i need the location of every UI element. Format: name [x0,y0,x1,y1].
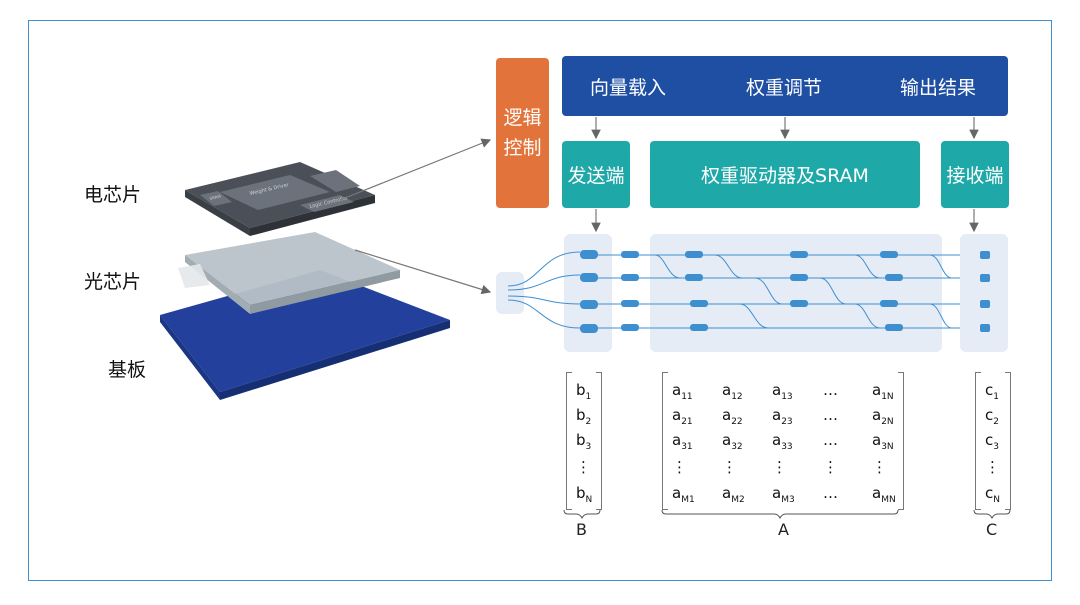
modulator [580,273,598,282]
label-weight-tuning: 权重调节 [746,77,823,99]
logic-control-box: 逻辑 控制 [496,58,549,208]
arrow-photonic-to-circuit [354,249,492,295]
modulator [580,300,598,309]
receiver-box: 接收端 [941,141,1009,208]
photodetector [980,300,990,308]
label-electronic-chip: 电芯片 [84,184,142,206]
vector-b-entry: b1 [576,381,592,402]
sender-box: 发送端 [562,141,630,208]
matrix-a-entry: a21 [672,406,693,427]
matrix-a-entry: … [823,406,838,424]
label-substrate: 基板 [108,359,147,381]
matrix-a-entry: aM1 [672,484,695,505]
chip-stack-illustration: Weight & Driver Logic Controller SRAM [160,162,450,400]
matrix-a-entry: ⋮ [772,458,787,476]
matrix-a-entry: ⋮ [672,458,687,476]
input-coupler-panel [496,272,524,314]
arrow-elec-to-logic [339,138,492,201]
vector-c-entry: cN [985,484,1000,505]
matrix-a-entry: … [823,484,838,502]
matrix-a-entry: a32 [722,431,743,452]
matrix-a-entry: a13 [772,381,793,402]
matrix-a-entry: aM2 [722,484,745,505]
matrix-a-entry: a23 [772,406,793,427]
matrix-a-entry: a1N [872,381,894,402]
weight-driver-sram-box: 权重驱动器及SRAM [650,141,920,208]
modulator [580,250,598,259]
logic-line-1: 逻辑 [503,107,542,129]
vector-b-entry: b2 [576,406,592,427]
label-vector-load: 向量载入 [590,77,667,99]
matrix-a-entry: a11 [672,381,693,402]
vector-b-label: B [576,520,587,539]
matrix-a-entry: a31 [672,431,693,452]
label-output-result: 输出结果 [900,77,977,99]
matrix-a-entry: ⋮ [872,458,887,476]
matrix-a-entry: a33 [772,431,793,452]
matrix-a-entry: aMN [872,484,896,505]
modulator [580,324,598,333]
matrix-a-entry: aM3 [772,484,795,505]
matrix-a-entry: ⋮ [823,458,838,476]
matrix-a-entry: a22 [722,406,743,427]
vector-b-entry: bN [576,484,593,505]
matrix-a-entry: … [823,381,838,399]
matrix-a-entry: … [823,431,838,449]
photodetector [980,324,990,332]
vector-b-entry: b3 [576,431,592,452]
vector-c-entry: c3 [985,431,999,452]
photodetector [980,274,990,282]
vector-c-entry: c1 [985,381,999,402]
matrix-a-entry: ⋮ [722,458,737,476]
vector-c-label: C [986,520,998,539]
top-control-bar: 向量载入 权重调节 输出结果 [562,56,1008,116]
chip-text-2: SRAM [209,193,222,201]
matrix-a-entry: a2N [872,406,894,427]
vector-c-entry: c2 [985,406,999,427]
matrix-a-entry: a3N [872,431,894,452]
photodetector [980,251,990,259]
vector-c-entry: ⋮ [985,458,1000,476]
vector-b-entry: ⋮ [576,458,591,476]
substrate-layer [160,270,450,392]
label-photonic-chip: 光芯片 [84,271,142,293]
logic-line-2: 控制 [503,137,542,159]
photonic-chip-layer [185,232,400,305]
matrix-a-entry: a12 [722,381,743,402]
matrix-a-label: A [778,520,789,539]
